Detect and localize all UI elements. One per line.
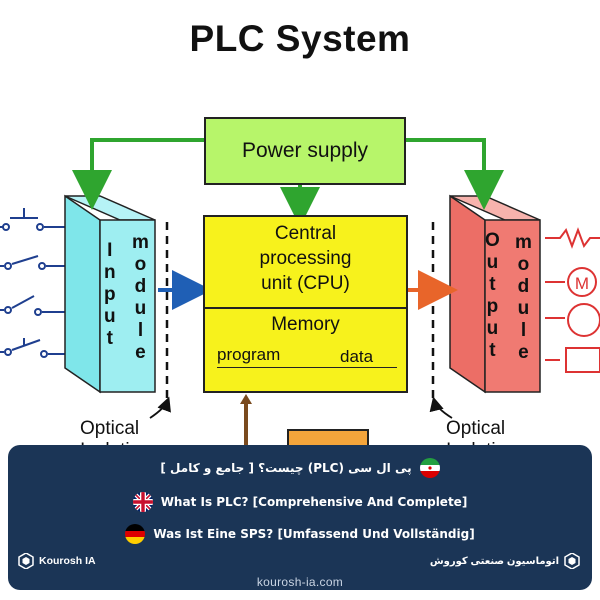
diagram-title: PLC System xyxy=(189,18,411,59)
optical-isolation-lines xyxy=(165,222,435,400)
title-persian: پی ال سی (PLC) چیست؟ [ جامع و کامل ] xyxy=(8,458,592,478)
input-left-letter: u xyxy=(104,306,116,327)
title-english: What Is PLC? [Comprehensive And Complete… xyxy=(8,492,592,512)
cpu-label: Central processing unit (CPU) xyxy=(259,223,352,294)
brand-left-text: Kourosh IA xyxy=(39,555,96,567)
motor-symbol: M xyxy=(575,274,589,293)
program-label: program xyxy=(217,345,281,364)
website-url[interactable]: kourosh-ia.com xyxy=(256,575,344,589)
output-right-letter: u xyxy=(517,298,530,319)
cpu-memory-divider xyxy=(205,307,406,309)
output-left-letter: t xyxy=(489,274,496,295)
title-german: Was Ist Eine SPS? [Umfassend Und Vollstä… xyxy=(8,524,592,544)
output-right-letter: l xyxy=(520,320,527,341)
program-data-divider xyxy=(217,367,397,368)
input-right-letter: e xyxy=(135,342,146,363)
output-left-letter: p xyxy=(486,296,499,317)
input-left-letter: p xyxy=(104,284,116,305)
input-right-letter: o xyxy=(134,254,147,275)
input-left-letter: I xyxy=(107,240,113,261)
power-arrows xyxy=(72,138,504,227)
input-left-letter: t xyxy=(106,328,113,349)
output-right-letter: e xyxy=(518,342,529,363)
brand-left[interactable]: Kourosh IA xyxy=(18,553,96,569)
input-switches xyxy=(0,208,70,358)
article-info-card: پی ال سی (PLC) چیست؟ [ جامع و کامل ] Wha… xyxy=(8,445,592,590)
uk-flag-icon xyxy=(132,492,153,512)
title-english-text: What Is PLC? [Comprehensive And Complete… xyxy=(160,495,468,509)
title-persian-text: پی ال سی (PLC) چیست؟ [ جامع و کامل ] xyxy=(160,461,412,475)
title-german-text: Was Ist Eine SPS? [Umfassend Und Vollstä… xyxy=(153,527,475,541)
input-left-letter: n xyxy=(104,262,116,283)
iran-flag-icon xyxy=(419,458,440,478)
input-right-letter: m xyxy=(132,232,149,253)
programming-arrow xyxy=(240,394,252,445)
output-module-block xyxy=(449,194,541,394)
brand-right[interactable]: اتوماسیون صنعتی کوروش xyxy=(430,553,580,569)
input-right-letter: l xyxy=(137,320,144,341)
output-left-letter: O xyxy=(485,230,500,251)
output-right-letter: d xyxy=(517,276,530,297)
input-right-letter: d xyxy=(134,276,147,297)
kourosh-logo-icon xyxy=(18,553,34,569)
output-left-letter: u xyxy=(486,252,499,273)
output-devices xyxy=(545,227,600,373)
output-right-letter: o xyxy=(517,254,530,275)
output-left-letter: u xyxy=(486,318,499,339)
output-right-letter: m xyxy=(515,232,532,253)
input-module-block xyxy=(64,194,156,394)
germany-flag-icon xyxy=(125,524,146,544)
input-right-letter: u xyxy=(134,298,147,319)
output-left-letter: t xyxy=(489,340,496,361)
cpu-box: Central processing unit (CPU) Memory pro… xyxy=(203,215,408,393)
memory-label: Memory xyxy=(271,314,340,335)
optical-pointer-arrows xyxy=(149,396,453,419)
data-label: data xyxy=(340,347,374,366)
power-supply-box: Power supply xyxy=(204,117,406,185)
brand-right-text: اتوماسیون صنعتی کوروش xyxy=(429,555,559,567)
kourosh-logo-icon-right xyxy=(564,553,580,569)
